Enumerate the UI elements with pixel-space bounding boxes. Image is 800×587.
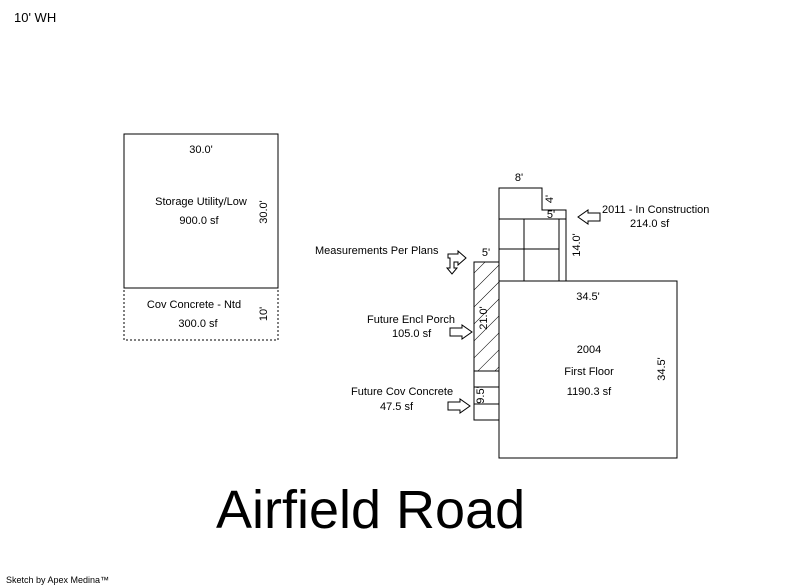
construction-notch-horizontal-dimension: 5': [547, 209, 555, 221]
cov-concrete-area-label: 300.0 sf: [178, 318, 218, 330]
porch-top-dimension: 5': [482, 247, 490, 259]
first-floor-side-dimension: 34.5': [656, 357, 668, 381]
porch-area-label: 105.0 sf: [392, 328, 432, 340]
future-cov-name-label: Future Cov Concrete: [351, 386, 453, 398]
cov-concrete-side-dimension: 10': [258, 307, 270, 321]
future-cov-right-arrow-icon: [447, 398, 471, 414]
storage-name-label: Storage Utility/Low: [155, 196, 247, 208]
sketch-credit: Sketch by Apex Medina™: [6, 575, 109, 585]
construction-name-label: 2011 - In Construction: [602, 204, 709, 216]
road-name-label: Airfield Road: [216, 480, 525, 540]
porch-side-dimension: 21.0': [478, 306, 490, 330]
porch-name-label: Future Encl Porch: [367, 314, 455, 326]
future-cov-concrete-area: [473, 370, 500, 421]
construction-top-dimension: 8': [515, 172, 523, 184]
cov-concrete-area: [123, 287, 279, 341]
first-floor-name-label: First Floor: [564, 366, 614, 378]
storage-utility-area: [123, 133, 279, 289]
header-label: 10' WH: [14, 10, 56, 25]
first-floor-top-dimension: 34.5': [576, 291, 600, 303]
storage-side-dimension: 30.0': [258, 200, 270, 224]
bent-arrow-icon: [445, 249, 467, 275]
first-floor-area: [498, 280, 678, 459]
construction-notch-vertical-dimension: 4': [544, 195, 556, 203]
future-cov-side-dimension: 9.5': [475, 386, 487, 403]
first-floor-area-label: 1190.3 sf: [567, 386, 612, 398]
cov-concrete-name-label: Cov Concrete - Ntd: [147, 299, 241, 311]
measurements-label: Measurements Per Plans: [315, 245, 439, 257]
porch-right-arrow-icon: [449, 324, 473, 340]
future-cov-area-label: 47.5 sf: [380, 401, 414, 413]
storage-top-dimension: 30.0': [189, 144, 213, 156]
construction-side-dimension: 14.0': [571, 233, 583, 257]
construction-area-label: 214.0 sf: [630, 218, 670, 230]
first-floor-year-label: 2004: [577, 344, 601, 356]
storage-area-label: 900.0 sf: [179, 215, 219, 227]
construction-left-arrow-icon: [577, 209, 601, 225]
